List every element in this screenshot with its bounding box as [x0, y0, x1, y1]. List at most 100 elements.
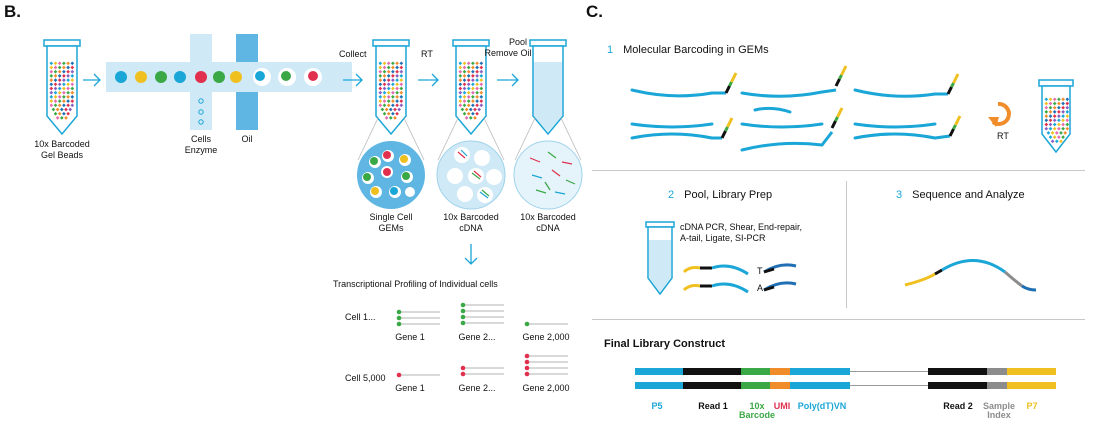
gel-bead [62, 61, 66, 66]
gel-bead [399, 103, 404, 108]
gel-bead [49, 90, 54, 95]
enzyme-label: Enzyme [184, 145, 218, 155]
gel-bead [378, 74, 383, 78]
gel-bead [53, 99, 58, 103]
tube-step1 [1038, 79, 1074, 154]
gel-bead [378, 95, 383, 99]
p5-block [635, 368, 683, 375]
gel-bead [395, 69, 399, 74]
gel-bead [382, 103, 387, 108]
gel-bead [399, 95, 404, 99]
step-3-number: 3 [896, 189, 903, 201]
gel-bead [70, 82, 75, 87]
transcript-count-dot [460, 320, 466, 326]
gel-bead [466, 74, 471, 78]
gel-bead [466, 103, 471, 108]
read1-block [683, 368, 741, 375]
gel-bead [479, 65, 484, 70]
gel-bead [475, 99, 479, 103]
t-overhang-label: T [757, 266, 763, 276]
gel-bead [395, 61, 399, 66]
gel-bead [53, 103, 58, 108]
gel-bead [386, 74, 391, 78]
gel-bead [479, 82, 484, 87]
gel-bead [64, 107, 68, 112]
transcript-count-dot [460, 371, 466, 377]
gel-bead [49, 103, 54, 108]
barcode-segment [952, 124, 957, 130]
gel-bead [66, 111, 70, 116]
gel-bead [466, 99, 471, 103]
step-2-number: 2 [668, 189, 675, 201]
gel-bead [66, 61, 70, 66]
barcode-block [741, 368, 770, 375]
barcode-segment [730, 72, 738, 83]
gel-bead [53, 90, 58, 95]
tube-collect [372, 39, 410, 136]
gel-bead [395, 103, 399, 108]
gel-bead [475, 65, 479, 70]
barcoded-cdna-label-1b: cDNA [459, 223, 483, 233]
gel-bead [382, 86, 387, 91]
barcode-segment [836, 107, 844, 118]
read2-block [928, 368, 987, 375]
gel-bead [475, 61, 479, 66]
gel-bead [395, 78, 399, 82]
step-1-text: Molecular Barcoding in GEMs [623, 44, 769, 56]
barcode-segment [834, 116, 839, 122]
arrow-down-icon [464, 244, 478, 265]
gel-bead [391, 103, 395, 108]
gel-bead [57, 78, 62, 82]
transcript-count-dot [524, 371, 530, 377]
profiling-title: Transcriptional Profiling of Individual … [333, 279, 498, 289]
gel-bead [475, 103, 479, 108]
gel-bead [57, 103, 62, 108]
rt-label-c: RT [997, 131, 1009, 141]
adapter-p5 [682, 284, 701, 292]
gel-bead [378, 86, 383, 91]
barcode-segment [950, 82, 955, 88]
oil-label: Oil [241, 134, 253, 144]
gel-bead [49, 86, 54, 91]
sample-index-block [987, 368, 1007, 375]
gel-bead [378, 103, 383, 108]
gene-2000-label-row2: Gene 2,000 [522, 383, 570, 393]
collect-label: Collect [339, 49, 367, 59]
gel-bead [64, 116, 68, 120]
p5-block [635, 382, 683, 389]
cdna-strand [853, 122, 937, 129]
gel-bead [62, 65, 66, 70]
step-1-number: 1 [607, 44, 614, 56]
gel-bead [70, 103, 75, 108]
gel-bead [57, 95, 62, 99]
gel-bead [57, 90, 62, 95]
gel-beads-label-line2: Gel Beads [40, 150, 84, 160]
cdna-insert [711, 282, 749, 294]
gel-bead [458, 82, 463, 87]
cdna-strand [853, 88, 937, 98]
gel-bead [57, 61, 62, 66]
panel-b-label: B. [4, 2, 21, 21]
gel-bead [70, 74, 75, 78]
gel-bead [395, 99, 399, 103]
gel-bead [466, 95, 471, 99]
gel-bead [468, 107, 473, 112]
gel-bead [391, 82, 395, 87]
gel-bead [386, 69, 391, 74]
read2-segment [763, 285, 775, 292]
gel-bead [475, 90, 479, 95]
cdna-strand [853, 132, 937, 140]
gel-bead [49, 99, 54, 103]
gel-bead [57, 99, 62, 103]
gel-bead [473, 116, 477, 120]
gel-bead [395, 111, 399, 116]
transcript-count-dot [460, 308, 466, 314]
gel-bead [468, 116, 473, 120]
arrow-right-icon [83, 73, 101, 87]
gel-bead [53, 74, 58, 78]
tube-gel-beads [43, 39, 81, 136]
cdna-strand [630, 122, 714, 129]
gel-bead [384, 107, 389, 112]
